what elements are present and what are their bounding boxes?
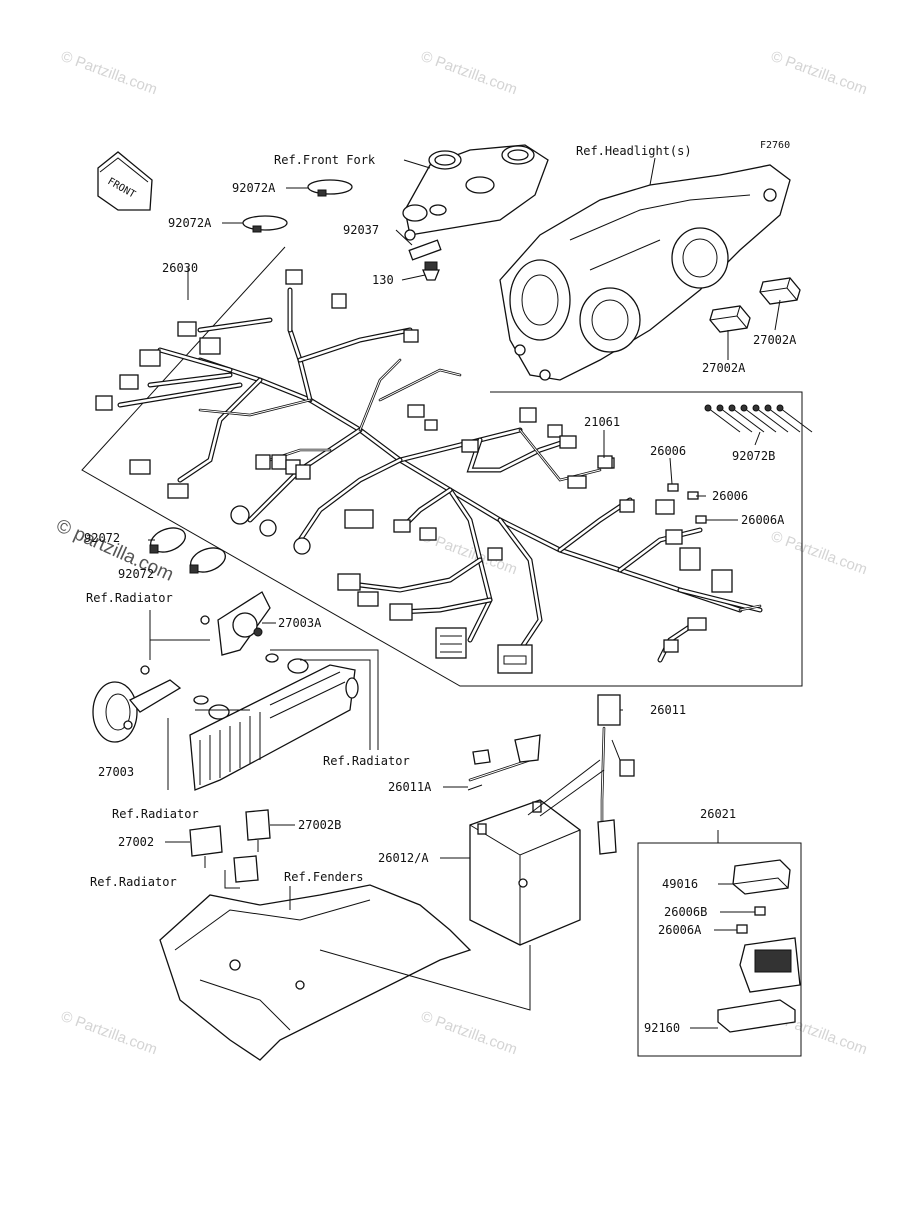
ref-radiator-label: Ref.Radiator — [90, 875, 177, 889]
clamp-icon — [149, 527, 226, 574]
figure-code: F2760 — [760, 140, 790, 151]
ref-radiator-label: Ref.Radiator — [323, 754, 410, 768]
grommet-icon — [193, 653, 309, 720]
relay-icon — [189, 809, 271, 883]
ref-radiator-label: Ref.Radiator — [112, 807, 199, 821]
leader-lines — [148, 157, 781, 1029]
ref-front-fork-label: Ref.Front Fork — [274, 153, 376, 167]
battery-icon — [469, 799, 581, 946]
part-label-92072A: 92072A — [232, 181, 276, 195]
watermark: © Partzilla.com — [769, 528, 870, 579]
part-label-26021: 26021 — [700, 807, 736, 821]
radiator-icon — [189, 664, 359, 791]
part-label-26006: 26006 — [712, 489, 748, 503]
part-labels: Ref.Front Fork 92072A 92072A 92037 130 2… — [84, 144, 797, 1035]
part-label-27002: 27002 — [118, 835, 154, 849]
part-label-92072: 92072 — [118, 567, 154, 581]
watermark: © Partzilla.com — [59, 1008, 160, 1059]
part-label-92072: 92072 — [84, 531, 120, 545]
part-label-26030: 26030 — [162, 261, 198, 275]
part-label-27002A: 27002A — [753, 333, 797, 347]
watermark: © Partzilla.com — [419, 48, 520, 99]
battery-leader — [527, 759, 605, 817]
harness-icon — [95, 269, 763, 674]
watermark: © Partzilla.com — [59, 48, 160, 99]
cable-tie-icon — [704, 404, 813, 433]
part-label-92072A: 92072A — [168, 216, 212, 230]
part-label-92072B: 92072B — [732, 449, 775, 463]
part-label-27002B: 27002B — [298, 818, 341, 832]
bracket-icon — [408, 239, 442, 281]
front-arrow-icon: FRONT — [97, 151, 153, 211]
part-label-26006B: 26006B — [664, 905, 707, 919]
fuse-box-frame — [637, 842, 802, 1057]
front-fork-icon — [402, 144, 549, 241]
fuse-box-icon — [717, 859, 801, 1033]
ref-fenders-label: Ref.Fenders — [284, 870, 363, 884]
part-label-27002A: 27002A — [702, 361, 746, 375]
watermark: © Partzilla.com — [769, 48, 870, 99]
part-label-26006A: 26006A — [658, 923, 702, 937]
clamp-icon — [242, 179, 353, 233]
horn-icon — [92, 665, 182, 743]
fenders-leader — [319, 945, 531, 1011]
fender-icon — [159, 884, 472, 1061]
watermark: © Partzilla.com — [419, 1008, 520, 1059]
part-label-92037: 92037 — [343, 223, 379, 237]
part-label-21061: 21061 — [584, 415, 620, 429]
ref-radiator-label: Ref.Radiator — [86, 591, 173, 605]
harness-box — [81, 246, 803, 687]
ref-headlight-label: Ref.Headlight(s) — [576, 144, 692, 158]
relay-icon — [709, 277, 801, 333]
headlight-icon — [499, 164, 791, 381]
part-label-26006: 26006 — [650, 444, 686, 458]
ref-radiator-leader — [167, 709, 250, 790]
ref-radiator-leader — [224, 870, 240, 889]
part-label-27003A: 27003A — [278, 616, 322, 630]
part-label-130: 130 — [372, 273, 394, 287]
battery-cable-icon — [467, 694, 635, 855]
ref-radiator-leader — [149, 610, 210, 660]
part-label-26011A: 26011A — [388, 780, 432, 794]
part-label-26011: 26011 — [650, 703, 686, 717]
part-label-49016: 49016 — [662, 877, 698, 891]
ref-radiator-leader — [270, 649, 379, 750]
part-label-27003: 27003 — [98, 765, 134, 779]
part-label-26012A: 26012/A — [378, 851, 429, 865]
part-label-26006A: 26006A — [741, 513, 785, 527]
fuse-icon — [597, 455, 707, 524]
part-label-92160: 92160 — [644, 1021, 680, 1035]
horn-icon — [200, 591, 271, 656]
